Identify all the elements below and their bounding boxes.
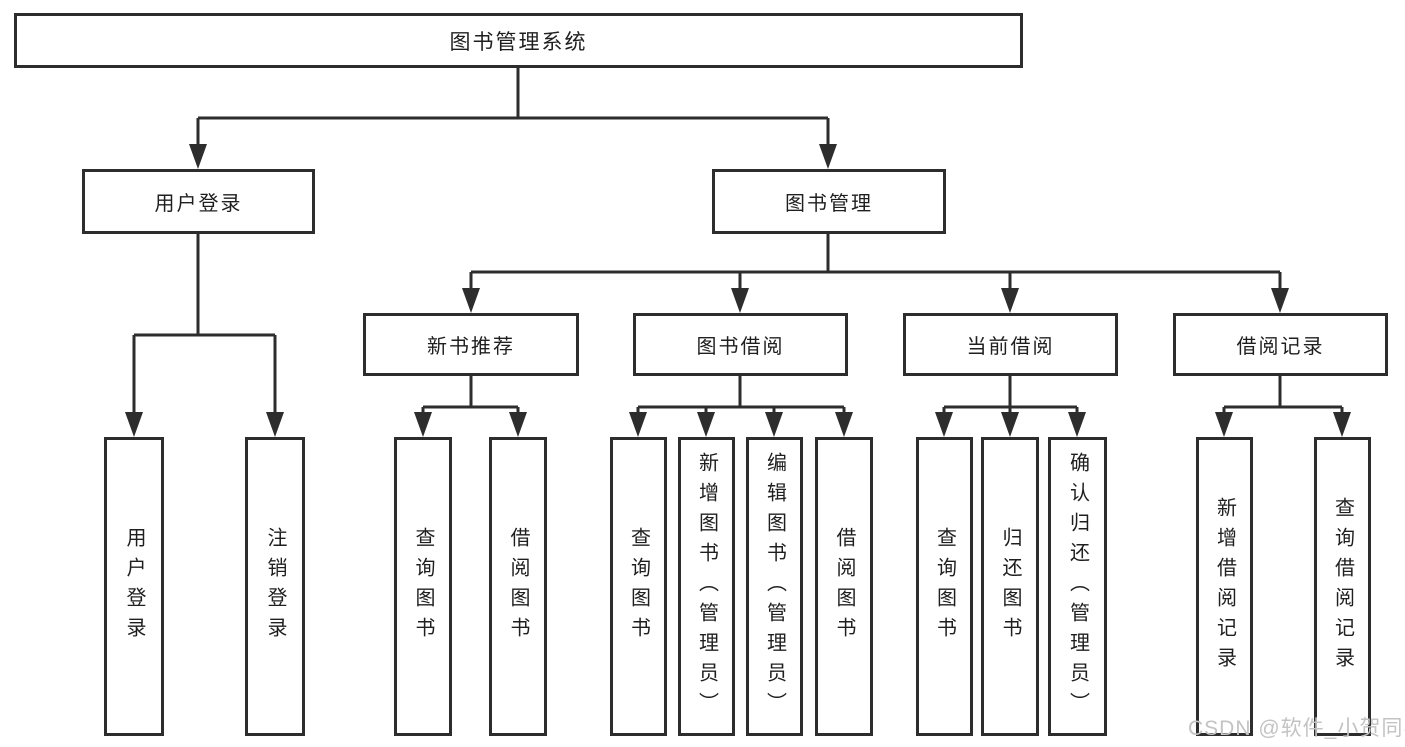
node-query-books-borrowing: 查询图书 bbox=[610, 437, 667, 736]
node-label: 注销登录 bbox=[264, 526, 286, 647]
arrowhead bbox=[1068, 412, 1086, 437]
node-logout: 注销登录 bbox=[245, 437, 305, 736]
arrowhead bbox=[266, 412, 284, 437]
node-borrow-books-leaf: 借阅图书 bbox=[815, 437, 873, 736]
node-label: 确认归还（管理员） bbox=[1066, 451, 1089, 722]
node-borrow-books-recommend: 借阅图书 bbox=[489, 437, 547, 736]
node-label: 新书推荐 bbox=[427, 336, 515, 358]
node-label: 查询图书 bbox=[933, 526, 956, 647]
node-label: 查询借阅记录 bbox=[1331, 496, 1354, 677]
node-book-borrowing: 图书借阅 bbox=[633, 313, 848, 376]
node-new-book-recommendation: 新书推荐 bbox=[363, 313, 579, 376]
node-return-books: 归还图书 bbox=[981, 437, 1039, 736]
arrowhead bbox=[1271, 288, 1289, 313]
node-label: 借阅图书 bbox=[507, 526, 529, 647]
connector-new-book-recommendation-children bbox=[414, 376, 527, 437]
node-label: 编辑图书（管理员） bbox=[763, 451, 786, 722]
arrowhead bbox=[765, 412, 783, 437]
node-add-borrow-record: 新增借阅记录 bbox=[1196, 437, 1253, 736]
arrowhead bbox=[819, 144, 837, 169]
arrowhead bbox=[629, 412, 647, 437]
node-label: 图书借阅 bbox=[696, 336, 785, 358]
connector-borrowing-records-children bbox=[1215, 376, 1351, 437]
connector-current-borrowing-children bbox=[935, 376, 1086, 437]
node-borrowing-records: 借阅记录 bbox=[1173, 313, 1388, 376]
node-user-login: 用户登录 bbox=[82, 169, 315, 234]
connector-user-login-children bbox=[125, 234, 284, 437]
arrowhead bbox=[935, 412, 953, 437]
node-query-books-current: 查询图书 bbox=[916, 437, 973, 736]
arrowhead bbox=[731, 288, 749, 313]
arrowhead bbox=[462, 288, 480, 313]
arrowhead bbox=[509, 412, 527, 437]
node-label: 借阅图书 bbox=[833, 526, 855, 647]
arrowhead bbox=[125, 412, 143, 437]
node-library-management-system: 图书管理系统 bbox=[14, 13, 1023, 68]
node-label: 新增借阅记录 bbox=[1213, 496, 1236, 677]
arrowhead bbox=[1215, 412, 1233, 437]
connector-book-management-children bbox=[462, 234, 1289, 313]
node-user-login-leaf: 用户登录 bbox=[104, 437, 164, 736]
arrowhead bbox=[1333, 412, 1351, 437]
node-label: 查询图书 bbox=[412, 526, 434, 647]
node-edit-book-admin: 编辑图书（管理员） bbox=[746, 437, 803, 736]
node-query-borrow-record: 查询借阅记录 bbox=[1314, 437, 1371, 736]
connector-book-borrowing-children bbox=[629, 376, 853, 437]
node-label: 用户登录 bbox=[154, 193, 243, 215]
node-label: 图书管理 bbox=[785, 193, 873, 215]
node-label: 当前借阅 bbox=[966, 336, 1055, 358]
node-book-management: 图书管理 bbox=[712, 169, 946, 234]
node-label: 归还图书 bbox=[999, 526, 1021, 647]
csdn-watermark: CSDN @软件_小贺同学 bbox=[1188, 717, 1405, 740]
arrowhead bbox=[1001, 288, 1019, 313]
arrowhead bbox=[1001, 412, 1019, 437]
node-label: 借阅记录 bbox=[1236, 336, 1325, 358]
node-confirm-return-admin: 确认归还（管理员） bbox=[1048, 437, 1107, 736]
node-add-book-admin: 新增图书（管理员） bbox=[678, 437, 735, 736]
node-label: 新增图书（管理员） bbox=[695, 451, 718, 722]
node-current-borrowing: 当前借阅 bbox=[903, 313, 1118, 376]
arrowhead bbox=[697, 412, 715, 437]
node-label: 用户登录 bbox=[123, 526, 145, 647]
arrowhead bbox=[414, 412, 432, 437]
node-label: 图书管理系统 bbox=[449, 30, 588, 54]
arrowhead bbox=[835, 412, 853, 437]
arrowhead bbox=[189, 144, 207, 169]
node-label: 查询图书 bbox=[627, 526, 650, 647]
connector-root-to-level2 bbox=[189, 68, 837, 169]
node-query-books-recommend: 查询图书 bbox=[394, 437, 452, 736]
